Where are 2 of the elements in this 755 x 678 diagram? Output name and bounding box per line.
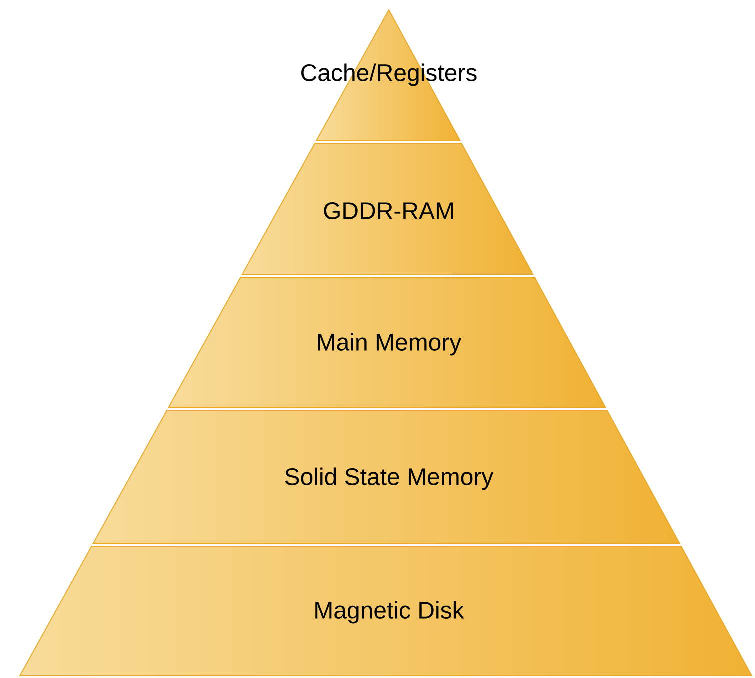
pyramid-band: GDDR-RAM	[242, 143, 534, 275]
pyramid-band: Solid State Memory	[92, 410, 681, 544]
